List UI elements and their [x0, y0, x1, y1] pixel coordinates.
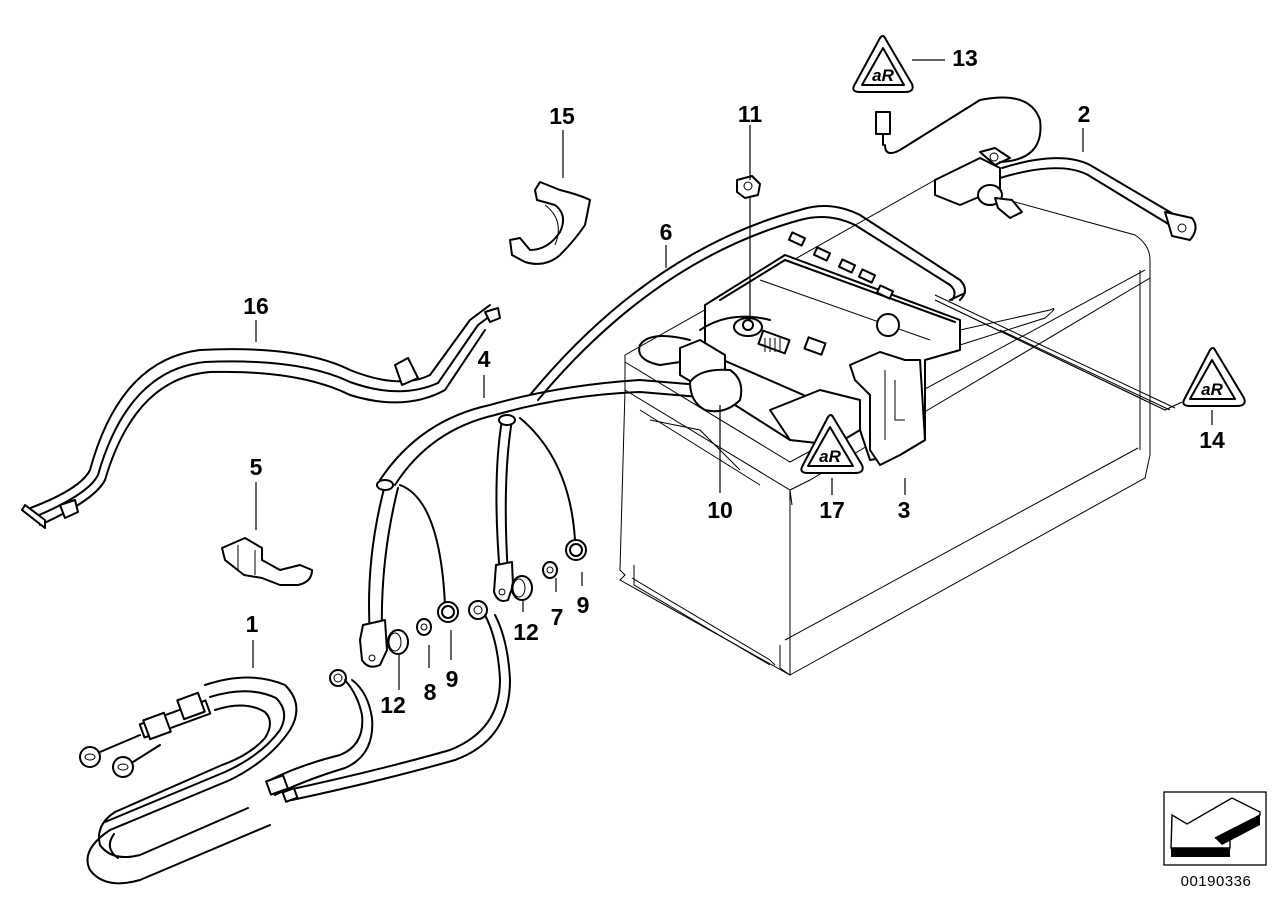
callout-3[interactable]: 3	[898, 497, 911, 523]
callout-16[interactable]: 16	[243, 293, 269, 319]
collar-nut[interactable]	[736, 175, 761, 199]
callout-6[interactable]: 6	[660, 219, 673, 245]
hardware[interactable]	[329, 561, 558, 687]
previous-diagram-button[interactable]	[1163, 791, 1267, 866]
battery-cable-loop[interactable]	[79, 614, 511, 885]
callout-9a[interactable]: 9	[446, 666, 459, 692]
callout-7[interactable]: 7	[551, 604, 564, 630]
callout-13[interactable]: 13	[952, 45, 978, 71]
callout-12a[interactable]: 12	[380, 692, 406, 718]
positive-terminal-cable[interactable]	[875, 96, 1197, 241]
callout-5[interactable]: 5	[250, 454, 263, 480]
callout-1[interactable]: 1	[246, 611, 259, 637]
warning-label-14[interactable]: aR	[1182, 347, 1246, 407]
cable-guide-rail[interactable]	[21, 304, 501, 529]
warning-label-17[interactable]: aR	[800, 414, 864, 474]
callout-4[interactable]: 4	[478, 346, 491, 372]
cable-clip[interactable]	[221, 537, 313, 586]
battery-top-module[interactable]	[638, 231, 961, 466]
callout-12b[interactable]: 12	[513, 619, 539, 645]
leader-lines	[252, 59, 1213, 690]
ground-cable-harness[interactable]	[359, 368, 743, 668]
callout-10[interactable]: 10	[707, 497, 733, 523]
callout-14[interactable]: 14	[1199, 427, 1225, 453]
vent-hose[interactable]	[529, 205, 966, 401]
warning-label-13[interactable]: aR	[852, 35, 914, 93]
callout-2[interactable]: 2	[1078, 101, 1091, 127]
warning-symbol-text: aR	[819, 447, 841, 466]
callout-15[interactable]: 15	[549, 103, 575, 129]
mounting-bracket[interactable]	[509, 181, 591, 265]
callouts: 1 2 3 4 5 6 7 8 9 9 10 11 12 12 13 14 15…	[243, 45, 1225, 718]
warning-symbol-text: aR	[1201, 380, 1223, 399]
callout-11[interactable]: 11	[738, 101, 763, 127]
reference-number: 00190336	[1181, 873, 1252, 890]
previous-diagram-arrow-icon	[1170, 797, 1261, 857]
callout-8[interactable]: 8	[424, 679, 437, 705]
callout-9b[interactable]: 9	[577, 592, 590, 618]
callout-17[interactable]: 17	[819, 497, 845, 523]
warning-symbol-text: aR	[872, 66, 894, 85]
